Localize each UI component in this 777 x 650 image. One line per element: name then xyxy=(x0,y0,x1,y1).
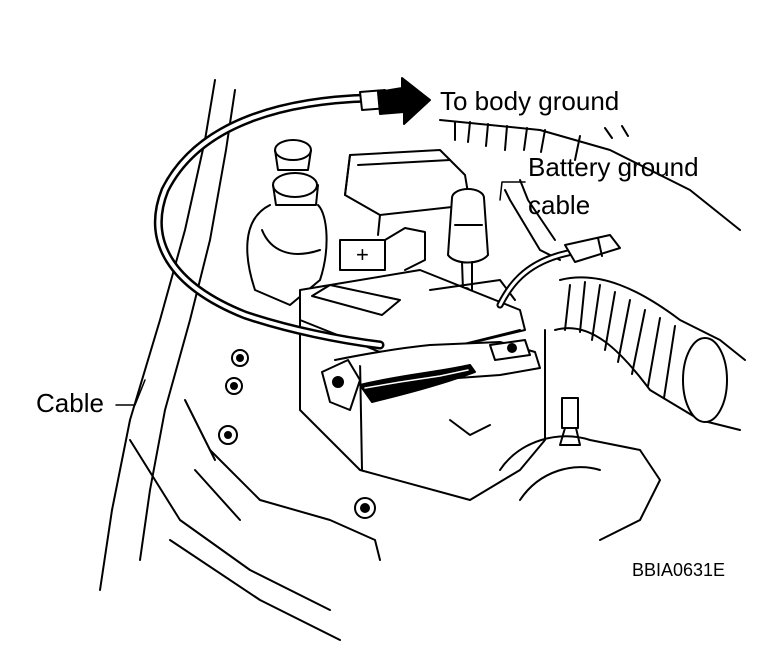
intake-hose xyxy=(555,277,745,430)
callout-battery-ground-line1: Battery ground xyxy=(528,154,699,180)
coolant-reservoir xyxy=(247,140,326,305)
cable-clamp xyxy=(322,340,540,410)
positive-terminal-icon: + xyxy=(356,242,369,267)
battery-ground-cable xyxy=(500,235,620,305)
lower-bracket xyxy=(500,398,660,540)
figure-code: BBIA0631E xyxy=(632,560,725,581)
fluid-reservoir xyxy=(448,189,488,296)
callout-battery-ground-line2: cable xyxy=(528,192,590,218)
callout-cable: Cable xyxy=(36,390,104,416)
callout-to-body-ground: To body ground xyxy=(440,88,619,114)
ground-arrow-icon xyxy=(378,78,430,124)
fender-outline xyxy=(100,80,340,640)
